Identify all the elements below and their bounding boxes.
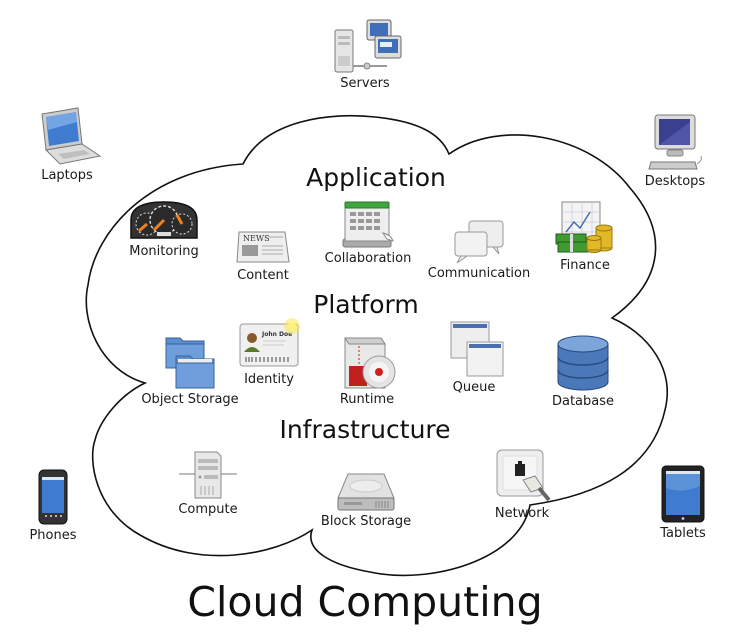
- dashboard-gauge-icon: [130, 201, 198, 239]
- id-card-name: John Doe: [261, 331, 292, 338]
- service-identity: John Doe Identity: [232, 316, 306, 387]
- client-desktops: Desktops: [630, 112, 720, 189]
- hard-drive-icon: [337, 473, 395, 511]
- client-phones: Phones: [22, 468, 84, 543]
- servers-icon: [334, 19, 402, 73]
- folders-icon: [165, 337, 215, 389]
- client-label: Servers: [340, 76, 390, 91]
- service-label: Content: [237, 268, 289, 283]
- money-chart-icon: [555, 201, 613, 253]
- service-label: Identity: [244, 372, 294, 387]
- database-cylinder-icon: [557, 335, 609, 391]
- laptop-icon: [41, 107, 102, 165]
- server-tower-icon: [179, 451, 237, 499]
- service-label: Monitoring: [129, 244, 199, 259]
- client-label: Desktops: [644, 174, 706, 189]
- service-label: Database: [551, 394, 615, 409]
- service-collaboration: Collaboration: [320, 199, 416, 266]
- service-database: Database: [542, 334, 624, 409]
- layer-heading-infrastructure: Infrastructure: [279, 415, 451, 444]
- service-content: NEWS Content: [226, 228, 300, 283]
- client-laptops: Laptops: [22, 104, 112, 183]
- service-label: Collaboration: [324, 251, 412, 266]
- package-disc-icon: [344, 337, 396, 389]
- service-monitoring: Monitoring: [122, 198, 206, 259]
- service-label: Finance: [560, 258, 610, 273]
- stacked-windows-icon: [450, 321, 504, 377]
- tablet-icon: [661, 465, 705, 523]
- client-label: Laptops: [41, 168, 93, 183]
- service-network: Network: [484, 446, 560, 521]
- service-block-storage: Block Storage: [316, 470, 416, 529]
- service-label: Network: [494, 506, 550, 521]
- service-runtime: Runtime: [326, 330, 408, 407]
- phone-icon: [38, 469, 68, 525]
- chat-bubbles-icon: [454, 220, 504, 264]
- service-label: Communication: [427, 266, 531, 281]
- service-compute: Compute: [166, 448, 250, 517]
- diagram-title: Cloud Computing: [187, 578, 543, 626]
- client-tablets: Tablets: [652, 464, 714, 541]
- calendar-icon: [342, 201, 394, 248]
- service-queue: Queue: [436, 320, 512, 395]
- service-label: Queue: [452, 380, 496, 395]
- service-finance: Finance: [548, 200, 622, 273]
- newspaper-icon: NEWS: [236, 231, 290, 263]
- service-communication: Communication: [424, 218, 534, 281]
- client-servers: Servers: [320, 18, 410, 91]
- service-label: Block Storage: [320, 514, 412, 529]
- service-label: Runtime: [339, 392, 395, 407]
- desktop-icon: [648, 114, 702, 170]
- layer-heading-application: Application: [306, 163, 446, 192]
- service-label: Object Storage: [141, 392, 239, 407]
- id-card-icon: John Doe: [239, 318, 300, 367]
- service-label: Compute: [178, 502, 238, 517]
- newspaper-masthead: NEWS: [243, 234, 270, 243]
- client-label: Tablets: [660, 526, 706, 541]
- client-label: Phones: [29, 528, 77, 543]
- service-object-storage: Object Storage: [138, 332, 242, 407]
- network-port-icon: [496, 449, 551, 502]
- layer-heading-platform: Platform: [313, 290, 419, 319]
